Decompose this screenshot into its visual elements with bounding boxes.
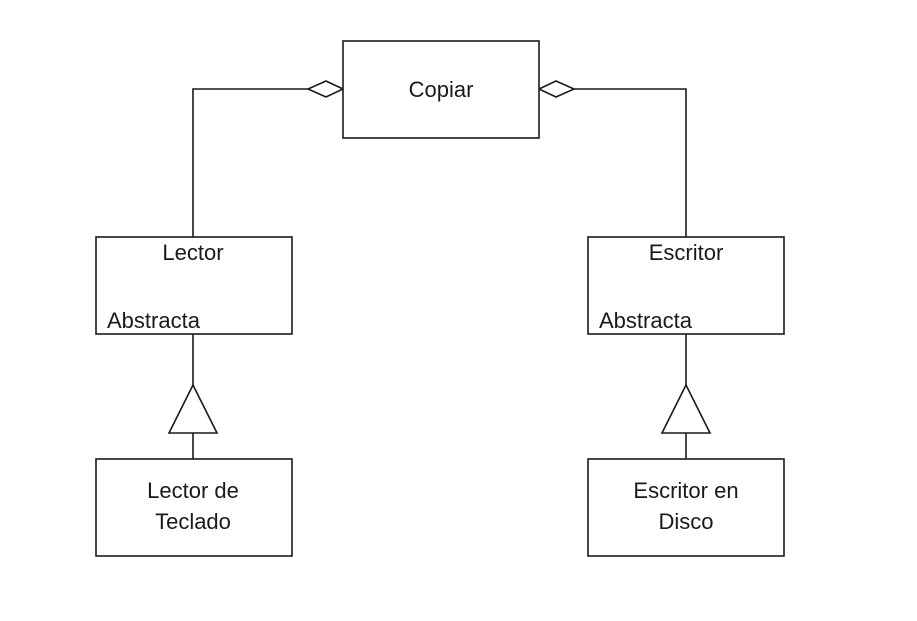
class-copiar-box [342,40,540,139]
generalization-triangle-escritor [660,383,712,434]
class-lector-de-teclado-box [95,458,293,557]
aggregation-line-copiar-lector [192,88,308,237]
aggregation-line-copiar-escritor [574,88,687,237]
class-lector: Lector Abstracta [95,236,293,335]
class-escritor-en-disco-box [587,458,785,557]
class-escritor-name: Escritor [649,240,724,265]
class-escritor-en-disco: Escritor en Disco [587,458,785,557]
class-escritor-stereotype: Abstracta [599,308,693,333]
generalization-triangle-lector [167,383,219,434]
class-escritor: Escritor Abstracta [587,236,785,335]
class-copiar: Copiar [342,40,540,139]
class-copiar-name: Copiar [409,77,474,102]
class-lector-stereotype: Abstracta [107,308,201,333]
class-lector-name: Lector [162,240,223,265]
class-lector-de-teclado-name-line2: Teclado [155,509,231,534]
class-lector-de-teclado-name-line1: Lector de [147,478,239,503]
aggregation-diamond-escritor [537,80,576,98]
class-escritor-box [587,236,785,335]
class-lector-box [95,236,293,335]
aggregation-diamond-lector [306,80,345,98]
class-escritor-en-disco-name-line1: Escritor en [633,478,738,503]
class-lector-de-teclado: Lector de Teclado [95,458,293,557]
class-escritor-en-disco-name-line2: Disco [658,509,713,534]
